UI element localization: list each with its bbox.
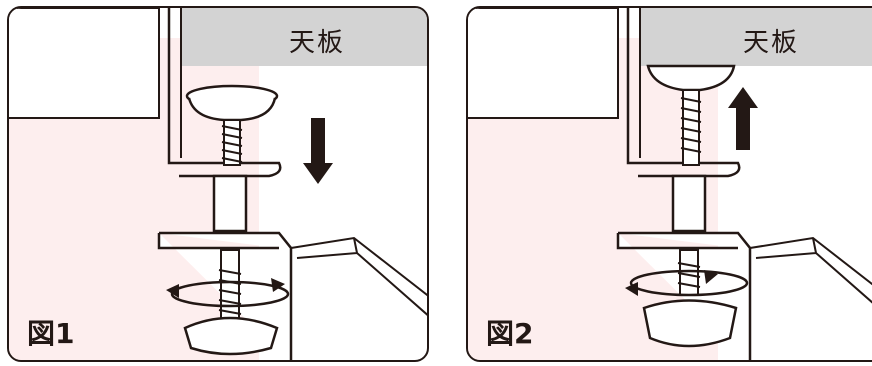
- figure-1-panel: 天板 図1: [7, 6, 429, 362]
- board-label: 天板: [743, 28, 800, 58]
- upper-clamp-bracket: [626, 8, 741, 178]
- left-object: [468, 8, 619, 119]
- upper-clamp-bracket: [167, 8, 282, 178]
- rotation-arrow: [629, 269, 749, 297]
- clamp-diagram-2: [468, 8, 872, 360]
- rotation-arrow: [170, 280, 290, 308]
- board-label: 天板: [289, 28, 346, 58]
- table-board: [181, 8, 427, 66]
- down-arrow: [311, 118, 325, 163]
- up-arrow: [736, 108, 750, 150]
- figure-label: 図2: [486, 317, 534, 350]
- left-object: [9, 8, 160, 119]
- figure-label: 図1: [27, 317, 75, 350]
- figure-2-panel: 天板 図2: [466, 6, 872, 362]
- table-board: [640, 8, 872, 66]
- clamp-diagram-1: [9, 8, 427, 360]
